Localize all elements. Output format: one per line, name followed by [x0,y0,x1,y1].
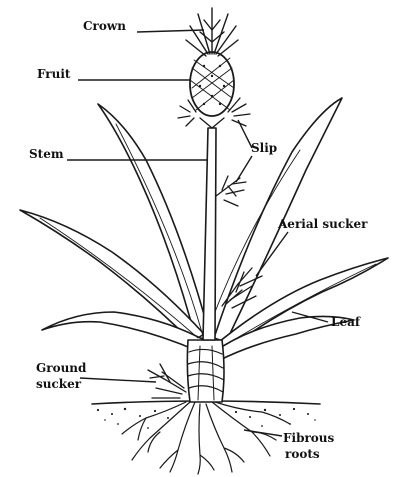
label-ground-sucker-line1: Ground [36,361,87,375]
label-slip: Slip [251,141,277,155]
fibrous-roots [122,402,290,474]
fruit [178,52,250,128]
slip-on-stem [216,176,246,206]
leader-slip-upper [238,120,252,148]
label-leaf: Leaf [331,315,361,329]
label-fruit: Fruit [37,67,71,81]
label-fibrous-roots-line2: roots [285,447,320,461]
leader-slip-lower [236,156,252,182]
ground-sucker [148,364,186,398]
label-stem: Stem [29,147,64,161]
leader-ground-sucker [80,378,156,382]
label-fibrous-roots-line1: Fibrous [283,431,335,445]
label-aerial-sucker: Aerial sucker [277,217,368,231]
label-crown: Crown [83,19,126,33]
crown [186,8,238,56]
label-ground-sucker-line2: sucker [36,377,82,391]
plant-base [187,340,224,402]
leader-fibrous-roots [244,430,282,436]
